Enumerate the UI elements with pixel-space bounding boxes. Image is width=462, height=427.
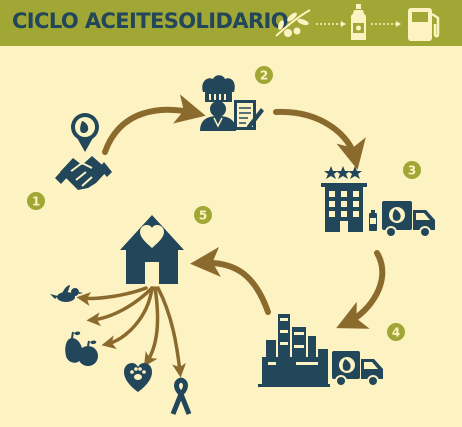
refinery-truck-icon [258, 314, 383, 387]
step-4-number: 4 [392, 326, 400, 340]
arrow-4-to-5 [190, 246, 271, 315]
fuel-pump-icon [408, 8, 440, 41]
step-3-badge [403, 161, 421, 179]
step-4-badge [387, 323, 405, 341]
step-5-number: 5 [199, 209, 207, 223]
step-3-number: 3 [408, 164, 416, 178]
bird-icon [50, 285, 83, 302]
handshake-icon [55, 113, 112, 190]
oil-bottle-icon [351, 4, 366, 40]
arrow-2-to-3 [273, 108, 366, 170]
step-2-badge [255, 66, 273, 84]
step-1-badge [27, 192, 45, 210]
hotel-truck-icon [321, 166, 435, 238]
header-bar: CICLO ACEITESOLIDARIO [0, 0, 462, 46]
distribution-arrows [76, 286, 187, 378]
step-2-number: 2 [260, 69, 268, 83]
paw-heart-icon [124, 363, 152, 392]
ribbon-icon [170, 377, 192, 415]
step-1-number: 1 [32, 195, 40, 209]
page-title: CICLO ACEITESOLIDARIO [12, 9, 289, 33]
olive-branch-icon [275, 9, 311, 37]
chef-form-icon [200, 75, 264, 131]
fruit-icon [65, 331, 98, 366]
step-5-badge [194, 206, 212, 224]
heart-house-icon [120, 215, 184, 284]
arrow-1-to-2 [102, 94, 206, 155]
arrow-3-to-4 [336, 250, 386, 329]
